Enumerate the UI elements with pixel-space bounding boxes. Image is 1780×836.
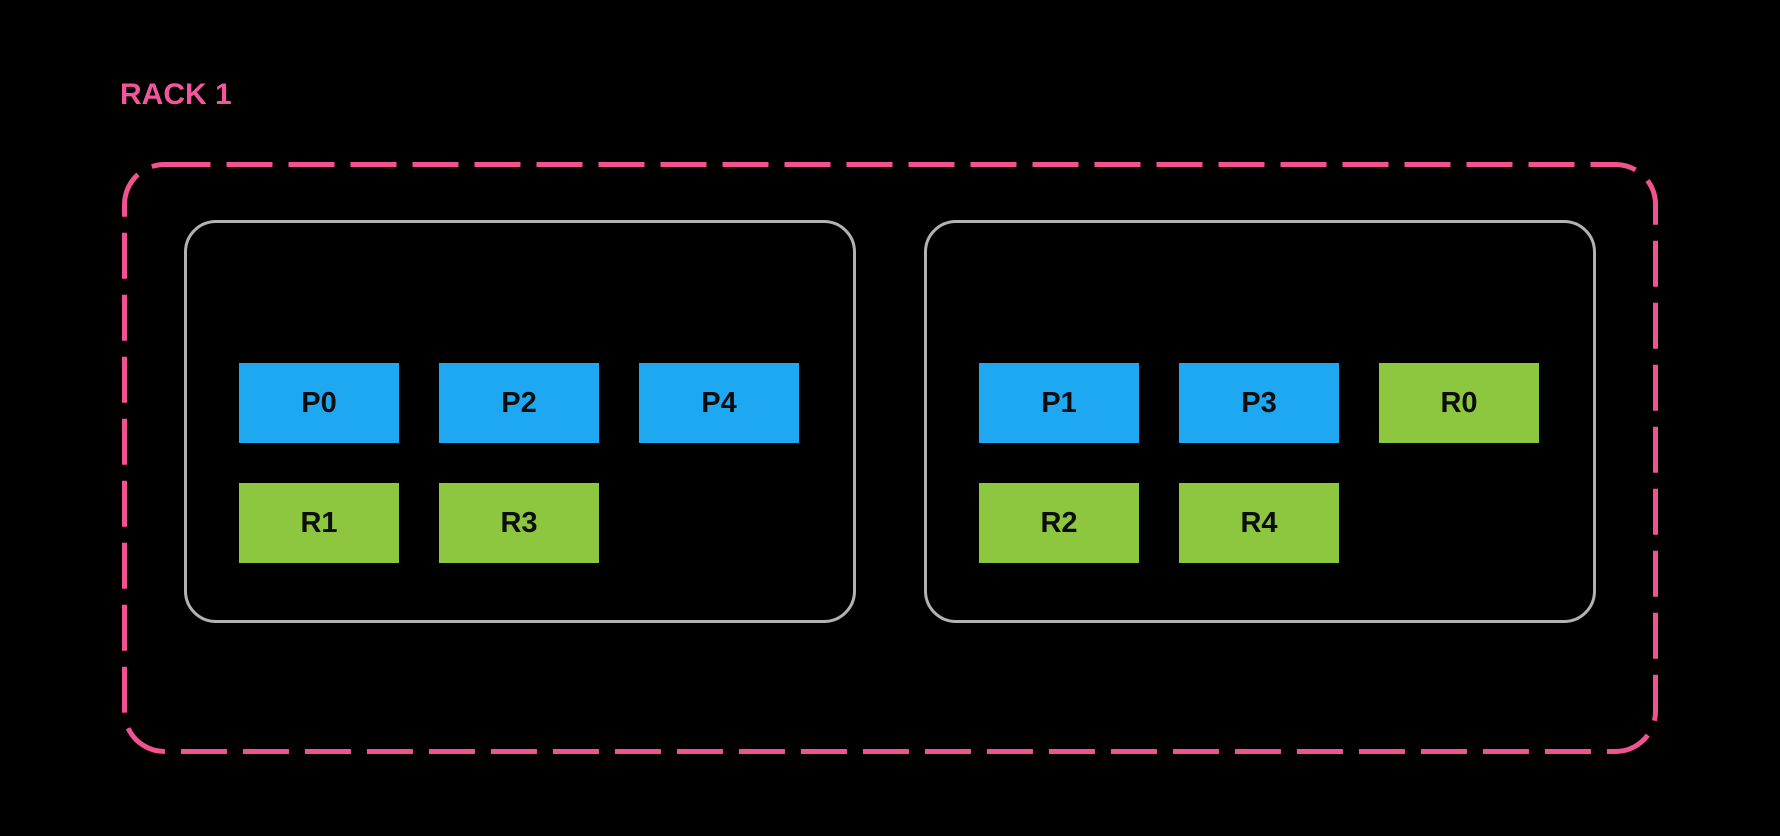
partition-block-P1: P1 — [979, 363, 1139, 443]
replica-block-R1: R1 — [239, 483, 399, 563]
rack-title: RACK 1 — [120, 78, 232, 111]
partition-block-P4: P4 — [639, 363, 799, 443]
host-box-1: P0 P2 P4 R1 R3 — [184, 220, 856, 623]
host-box-2: P1 P3 R0 R2 R4 — [924, 220, 1596, 623]
replica-block-R2: R2 — [979, 483, 1139, 563]
replica-block-R4: R4 — [1179, 483, 1339, 563]
replica-block-R3: R3 — [439, 483, 599, 563]
partition-block-P3: P3 — [1179, 363, 1339, 443]
partition-block-P2: P2 — [439, 363, 599, 443]
replica-block-R0: R0 — [1379, 363, 1539, 443]
partition-block-P0: P0 — [239, 363, 399, 443]
